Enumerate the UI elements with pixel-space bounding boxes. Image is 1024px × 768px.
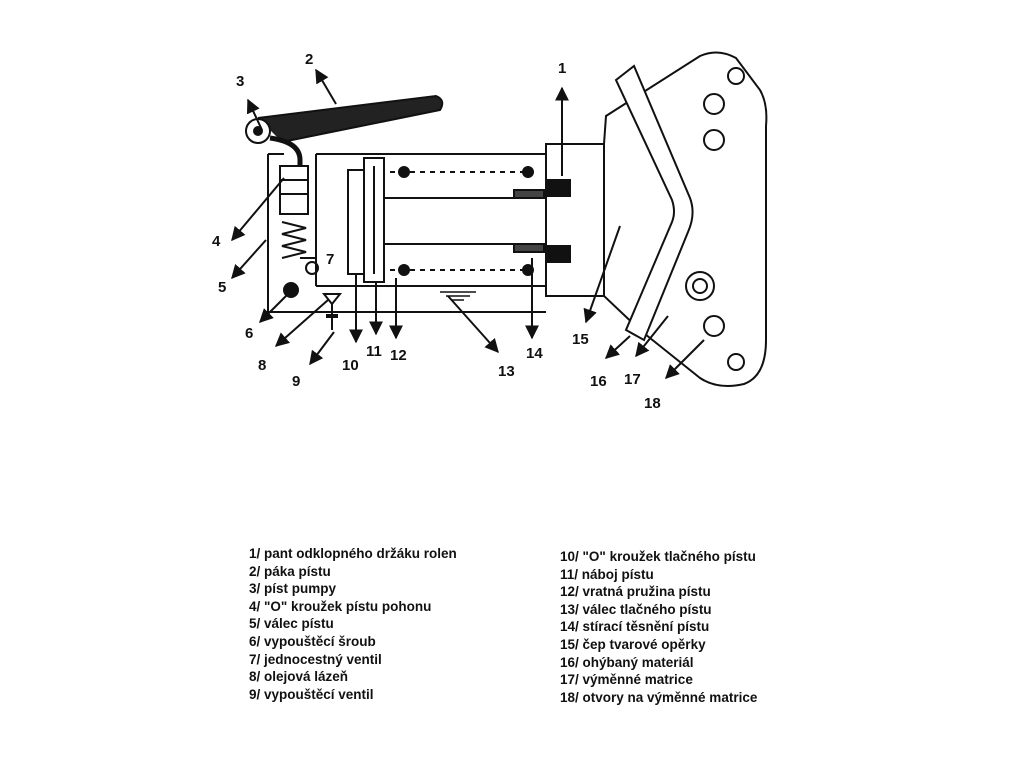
callout-10: 10 [342,357,359,374]
callout-3: 3 [236,73,244,90]
legend-left: 1/ pant odklopného držáku rolen 2/ páka … [249,545,457,703]
legend-right: 10/ "O" kroužek tlačného pístu 11/ náboj… [560,548,757,706]
legend-item-7: 7/ jednocestný ventil [249,651,382,667]
legend-item-13: 13/ válec tlačného pístu [560,601,712,617]
wiper-seal [513,179,571,263]
push-cylinder [545,143,605,297]
legend-item-5: 5/ válec pístu [249,616,334,632]
return-spring [390,166,534,276]
legend-item-15: 15/ čep tvarové opěrky [560,636,706,652]
legend-item-11: 11/ náboj pístu [560,566,654,582]
drain-valve [321,293,343,330]
callout-4: 4 [212,233,221,250]
legend-item-17: 17/ výměnné matrice [560,672,693,688]
callout-17: 17 [624,371,641,388]
pump-piston [279,165,309,259]
callout-6: 6 [245,325,253,342]
legend-item-18: 18/ otvory na výměnné matrice [560,689,758,705]
callout-15: 15 [572,331,589,348]
callout-12: 12 [390,347,407,364]
callout-16: 16 [590,373,607,390]
legend-item-3: 3/ píst pumpy [249,581,337,597]
piston-hub [347,157,385,283]
bent-material [614,64,694,342]
legend-item-16: 16/ ohýbaný materiál [560,654,694,670]
hydraulic-bender-diagram: 1 2 3 4 5 6 7 8 9 10 11 12 13 14 15 16 1… [212,51,768,412]
callout-14: 14 [526,345,543,362]
legend-item-1: 1/ pant odklopného držáku rolen [249,546,457,561]
pump-lever [245,94,444,170]
callout-13: 13 [498,363,515,380]
callout-8: 8 [258,357,266,374]
legend-item-12: 12/ vratná pružina pístu [560,584,711,600]
callout-18: 18 [644,395,661,412]
legend-item-10: 10/ "O" kroužek tlačného pístu [560,549,756,564]
callout-labels: 1 2 3 4 5 6 7 8 9 10 11 12 13 14 15 16 1… [212,51,661,412]
leader-lines [231,68,705,379]
callout-2: 2 [305,51,313,68]
legend-item-14: 14/ stírací těsnění pístu [560,619,710,635]
callout-9: 9 [292,373,300,390]
legend-item-6: 6/ vypouštěcí šroub [249,633,376,649]
legend-item-9: 9/ vypouštěcí ventil [249,686,374,702]
legend-item-4: 4/ "O" kroužek pístu pohonu [249,598,432,614]
one-way-valve [300,257,319,275]
legend-item-8: 8/ olejová lázeň [249,669,349,685]
callout-1: 1 [558,60,566,77]
callout-11: 11 [366,343,382,360]
drain-screw [283,282,299,298]
legend-item-2: 2/ páka pístu [249,563,331,579]
callout-7: 7 [326,251,334,268]
oil-bath-level [440,291,476,301]
callout-5: 5 [218,279,226,296]
